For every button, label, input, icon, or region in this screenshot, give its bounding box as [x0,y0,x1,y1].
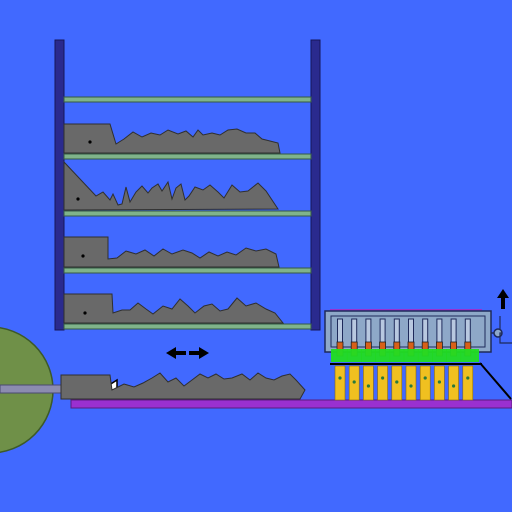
key-pin [405,365,417,401]
pin-spring [351,318,358,344]
key-hole-shelf-2 [88,140,92,144]
pin-marker [409,384,413,388]
key-pin [334,365,346,401]
pin-marker [381,376,385,380]
bottom-pins [334,365,474,401]
lock-lever [499,332,512,344]
key-hole-shelf-3 [76,197,80,201]
pin-marker [338,376,342,380]
key-blank-shelf-3[interactable] [63,160,279,211]
shelf-3 [63,160,312,217]
pin-marker [352,380,356,384]
pin-spring [422,318,429,344]
shelf-4-plank [63,267,312,274]
shelf-1 [63,96,312,103]
pin-marker [366,384,370,388]
pin-marker [395,380,399,384]
shelf-3-plank [63,210,312,217]
pin-marker [423,376,427,380]
up-arrow-icon[interactable] [497,289,509,309]
pin-spring [365,318,372,344]
lock-ramp [479,362,512,400]
shelf-2-plank [63,153,312,160]
key-pin [377,365,388,401]
rack-post-left [54,39,65,331]
key-pin [363,365,374,401]
key-hole-shelf-4 [81,254,85,258]
rack-post-right [310,39,321,331]
pin-spring [408,318,414,344]
shear-line [331,349,479,362]
shelf-5-plank [63,323,312,330]
pin-marker [437,380,441,384]
key-blank-shelf-2[interactable] [63,123,281,154]
key-rack [54,39,321,331]
pin-spring [450,318,457,344]
key-hole-shelf-5 [83,311,87,315]
shelf-5 [63,293,312,330]
shelf-4 [63,236,312,274]
shelf-1-plank [63,96,312,103]
pin-spring [393,318,400,344]
shelf-2 [63,123,312,160]
key-pin [462,365,474,401]
key-pin [448,365,459,401]
left-right-arrow-icon[interactable] [166,347,209,359]
floor-rail [70,399,512,409]
pin-marker [466,376,470,380]
active-key-blank[interactable] [60,372,306,400]
pin-spring [436,318,443,344]
lock-cylinder [324,309,512,401]
key-blank-shelf-4[interactable] [63,236,280,268]
key-pin [419,365,431,401]
pin-spring [337,318,343,344]
pin-spring [379,318,386,344]
pin-marker [452,384,456,388]
key-blank-shelf-5[interactable] [63,293,285,324]
pin-spring [464,318,471,344]
